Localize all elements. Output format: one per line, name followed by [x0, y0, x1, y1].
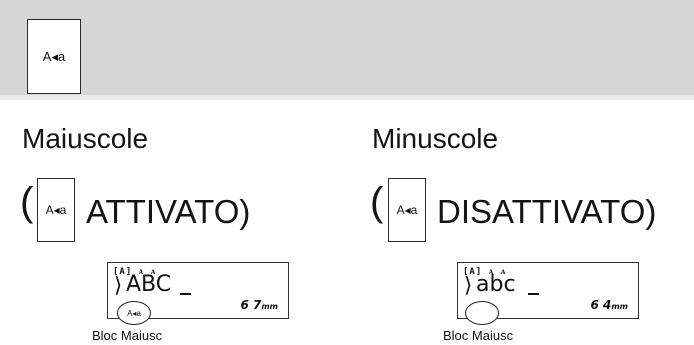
- caps-key-label: A◂a: [396, 203, 418, 217]
- lcd-length-unit: mm: [611, 302, 628, 311]
- lcd-length-unit: mm: [261, 302, 278, 311]
- lcd-length-value: 6 4: [590, 298, 612, 312]
- lcd-cursor-underscore: [180, 293, 191, 295]
- caps-lock-label: Bloc Maiusc: [443, 328, 514, 343]
- open-paren: (: [370, 180, 384, 224]
- caps-on-state-label: ATTIVATO): [86, 193, 251, 230]
- lcd-length-readout: 6 7mm: [240, 298, 278, 312]
- caps-lock-indicator-callout: A◂a: [117, 301, 151, 325]
- uppercase-heading: Maiuscole: [22, 123, 149, 154]
- lcd-cursor-underscore: [528, 293, 539, 295]
- callout-key-label: A◂a: [127, 308, 141, 318]
- caps-key-icon: A◂a: [27, 19, 81, 94]
- caps-off-state-label: DISATTIVATO): [437, 193, 657, 230]
- lcd-cursor-icon: ⟩: [464, 273, 473, 297]
- caps-key-label: A◂a: [42, 48, 66, 64]
- lcd-indicators: [A] ᴀ ᴀ: [463, 267, 507, 277]
- lcd-text: ABC: [126, 272, 172, 297]
- banner-divider: [0, 95, 694, 100]
- lowercase-heading: Minuscole: [372, 123, 499, 154]
- open-paren: (: [20, 180, 34, 224]
- caps-key-icon: A◂a: [388, 178, 426, 242]
- lcd-length-readout: 6 4mm: [590, 298, 628, 312]
- caps-key-icon: A◂a: [37, 178, 75, 242]
- lcd-text: abc: [476, 272, 516, 297]
- header-banner: A◂a: [0, 0, 694, 100]
- lcd-cursor-icon: ⟩: [114, 273, 123, 297]
- caps-lock-label: Bloc Maiusc: [92, 328, 163, 343]
- caps-key-label: A◂a: [45, 203, 67, 217]
- lcd-indicators: [A] ᴀ ᴀ: [113, 267, 157, 277]
- lcd-length-value: 6 7: [240, 298, 262, 312]
- caps-lock-indicator-callout: [465, 301, 499, 325]
